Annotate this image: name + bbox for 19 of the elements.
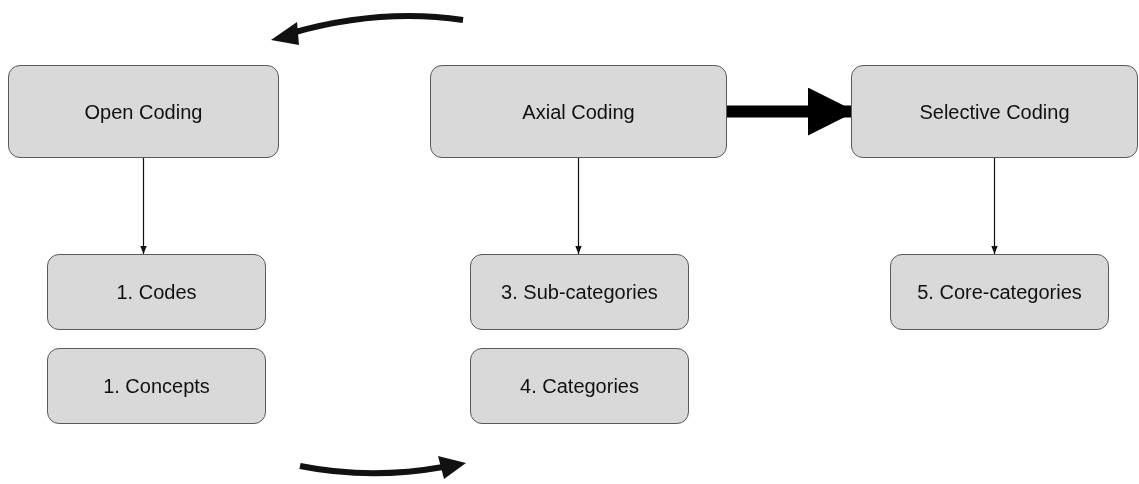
box-label: Selective Coding [919,99,1070,125]
box-label: 4. Categories [520,374,639,399]
process-box [430,65,727,158]
process-box [47,254,266,330]
arrow [575,157,582,255]
box-label: 3. Sub-categories [501,280,658,305]
arrow [991,157,998,255]
arrow [140,157,147,255]
process-box [47,348,266,424]
box-label: 5. Core-categories [917,280,1082,305]
box-label: 1. Concepts [103,374,210,399]
process-box [470,348,689,424]
process-box [8,65,279,158]
process-box [470,254,689,330]
process-box [890,254,1109,330]
box-label: Axial Coding [522,99,635,125]
process-box [851,65,1138,158]
box-label: Open Coding [84,99,203,125]
box-label: 1. Codes [116,280,197,305]
